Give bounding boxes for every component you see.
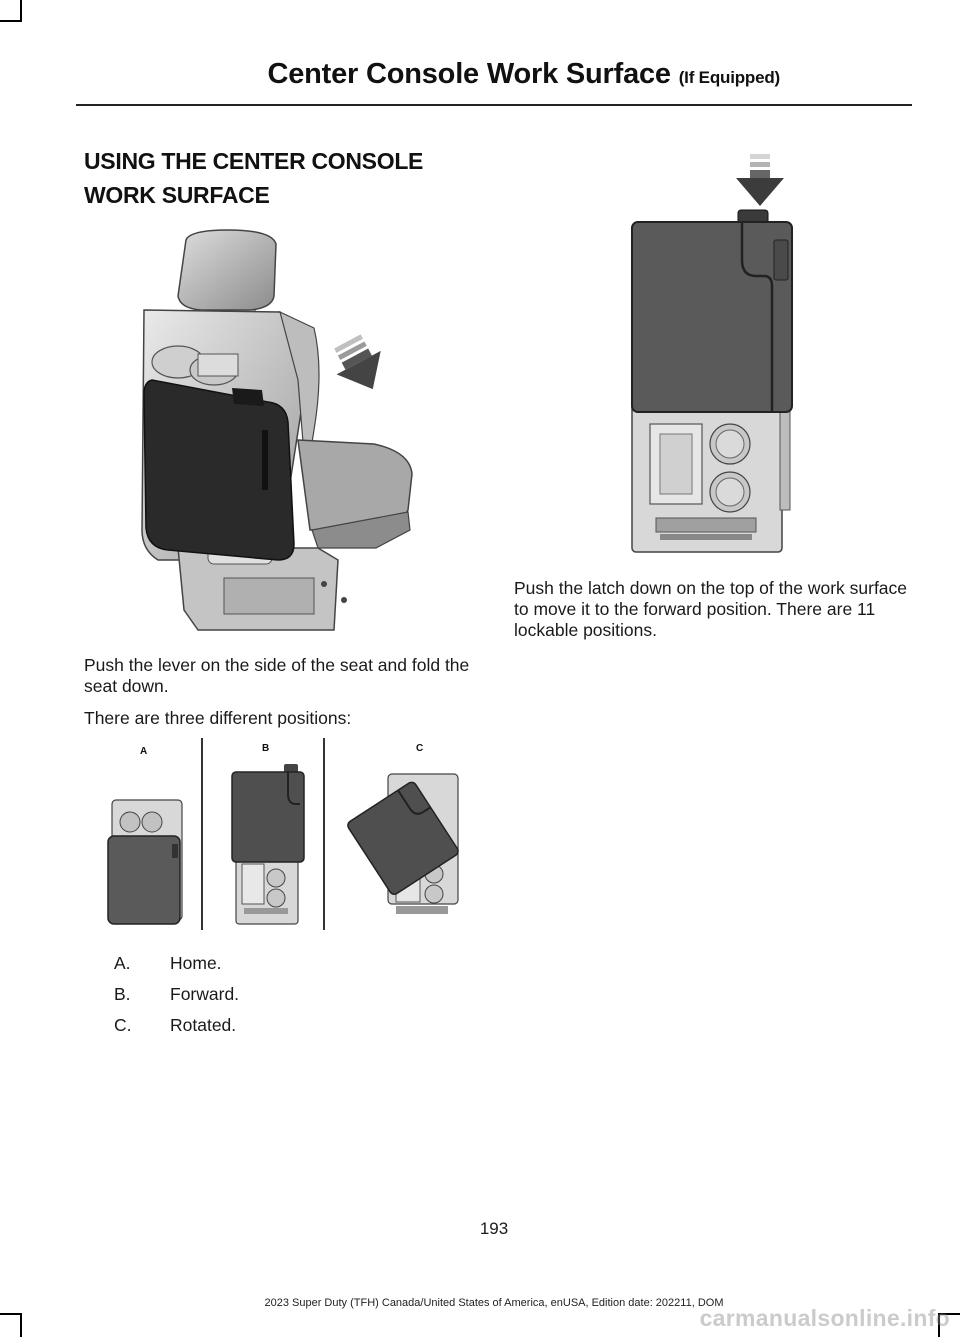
position-rotated-illustration [347, 773, 459, 914]
list-item-text: Home. [170, 953, 222, 973]
crop-mark [938, 1313, 960, 1315]
header-title-main: Center Console Work Surface [267, 58, 671, 90]
list-item-text: Forward. [170, 984, 240, 1004]
footer-edition-text: 2023 Super Duty (TFH) Canada/United Stat… [264, 1297, 724, 1309]
list-item: B. Forward. [114, 984, 239, 1005]
page-header-title: Center Console Work Surface (If Equipped… [267, 58, 780, 91]
header-title-suffix: (If Equipped) [678, 68, 780, 87]
list-item-letter: C. [114, 1015, 132, 1035]
page-number: 193 [479, 1219, 509, 1238]
position-forward-illustration [231, 764, 305, 925]
section-heading: USING THE CENTER CONSOLE WORK SURFACE [84, 144, 484, 212]
section-heading-line1: USING THE CENTER CONSOLE [84, 148, 424, 174]
crop-mark [0, 1313, 22, 1315]
header-rule [76, 104, 912, 106]
list-item-text: Rotated. [170, 1015, 237, 1035]
left-paragraph-2: There are three different positions: [84, 708, 352, 728]
position-home-illustration [107, 799, 183, 925]
right-paragraph-1: Push the latch down on the top of the wo… [514, 578, 908, 640]
watermark: carmanualsonline.info [699, 1305, 950, 1331]
list-item: A. Home. [114, 953, 222, 974]
figure-label-b: B [262, 743, 270, 754]
crop-mark [0, 20, 22, 22]
figure-label-c: C [416, 743, 424, 754]
list-item: C. Rotated. [114, 1015, 236, 1036]
list-item-letter: A. [114, 953, 131, 973]
list-item-letter: B. [114, 984, 131, 1004]
console-forward-illustration [631, 154, 793, 553]
figure-label-a: A [140, 746, 148, 757]
section-heading-line2: WORK SURFACE [84, 182, 270, 208]
left-paragraph-1: Push the lever on the side of the seat a… [84, 655, 470, 696]
figure-separator [323, 738, 325, 930]
crop-mark [20, 0, 22, 22]
figure-separator [201, 738, 203, 930]
seat-folded-illustration [141, 229, 413, 631]
crop-mark [20, 1315, 22, 1337]
crop-mark [938, 1315, 940, 1337]
